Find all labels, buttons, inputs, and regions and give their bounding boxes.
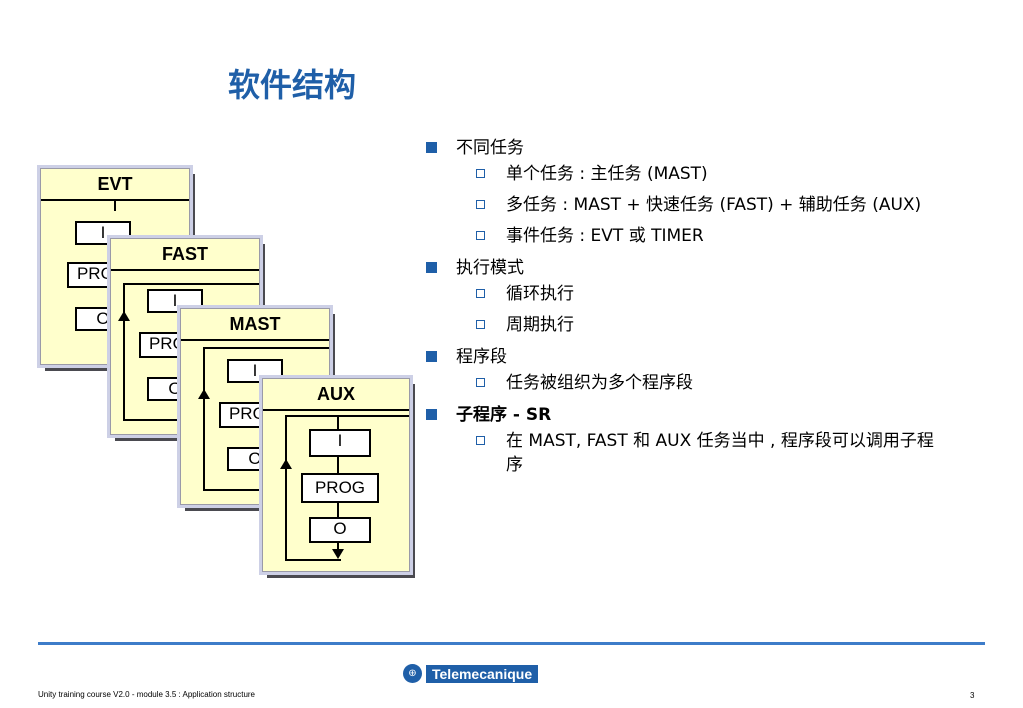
task-card-title: FAST [111, 239, 259, 271]
sub-bullet-text: 任务被组织为多个程序段 [506, 373, 693, 393]
sub-bullet-item: 在 MAST, FAST 和 AUX 任务当中 , 程序段可以调用子程序 [424, 429, 946, 477]
bullet-item: 程序段 [424, 345, 1014, 369]
bullet-item: 子程序 - SR [424, 403, 1014, 427]
bullet-item: 执行模式 [424, 256, 1014, 280]
prog-block: PROG [301, 473, 379, 503]
bullet-text: 子程序 - SR [456, 405, 552, 425]
task-card-title: EVT [41, 169, 189, 201]
sub-bullet-text: 循环执行 [506, 284, 574, 304]
square-bullet-icon [426, 262, 437, 273]
sub-bullet-item: 多任务 : MAST + 快速任务 (FAST) + 辅助任务 (AUX) [424, 193, 1014, 217]
hollow-square-bullet-icon [476, 320, 485, 329]
page-number: 3 [970, 691, 975, 700]
input-block: I [309, 429, 371, 457]
task-card-aux: AUX I PROG O [259, 375, 413, 575]
hollow-square-bullet-icon [476, 436, 485, 445]
footer-course-label: Unity training course V2.0 - module 3.5 … [38, 690, 255, 699]
bullet-text: 程序段 [456, 347, 507, 367]
output-block: O [309, 517, 371, 543]
hollow-square-bullet-icon [476, 231, 485, 240]
footer-divider [38, 642, 985, 645]
brand-logo: ⊕ Telemecanique [403, 663, 539, 684]
task-card-title: AUX [263, 379, 409, 411]
sub-bullet-text: 在 MAST, FAST 和 AUX 任务当中 , 程序段可以调用子程序 [506, 431, 934, 475]
square-bullet-icon [426, 142, 437, 153]
sub-bullet-text: 单个任务 : 主任务 (MAST) [506, 164, 708, 184]
hollow-square-bullet-icon [476, 378, 485, 387]
sub-bullet-item: 循环执行 [424, 282, 1014, 306]
square-bullet-icon [426, 351, 437, 362]
sub-bullet-item: 单个任务 : 主任务 (MAST) [424, 162, 1014, 186]
hollow-square-bullet-icon [476, 289, 485, 298]
bullet-item: 不同任务 [424, 136, 1014, 160]
square-bullet-icon [426, 409, 437, 420]
sub-bullet-item: 事件任务 : EVT 或 TIMER [424, 224, 1014, 248]
prog-block: PROG [219, 402, 289, 428]
telemecanique-mark-icon: ⊕ [403, 664, 422, 683]
sub-bullet-text: 事件任务 : EVT 或 TIMER [506, 226, 704, 246]
sub-bullet-item: 周期执行 [424, 313, 1014, 337]
sub-bullet-item: 任务被组织为多个程序段 [424, 371, 1014, 395]
sub-bullet-text: 多任务 : MAST + 快速任务 (FAST) + 辅助任务 (AUX) [506, 195, 922, 215]
hollow-square-bullet-icon [476, 200, 485, 209]
brand-name: Telemecanique [426, 664, 539, 683]
bullet-list: 不同任务 单个任务 : 主任务 (MAST) 多任务 : MAST + 快速任务… [424, 136, 1014, 484]
bullet-text: 执行模式 [456, 258, 524, 278]
bullet-text: 不同任务 [456, 138, 524, 158]
sub-bullet-text: 周期执行 [506, 315, 574, 335]
hollow-square-bullet-icon [476, 169, 485, 178]
slide-title: 软件结构 [228, 66, 357, 104]
task-card-title: MAST [181, 309, 329, 341]
